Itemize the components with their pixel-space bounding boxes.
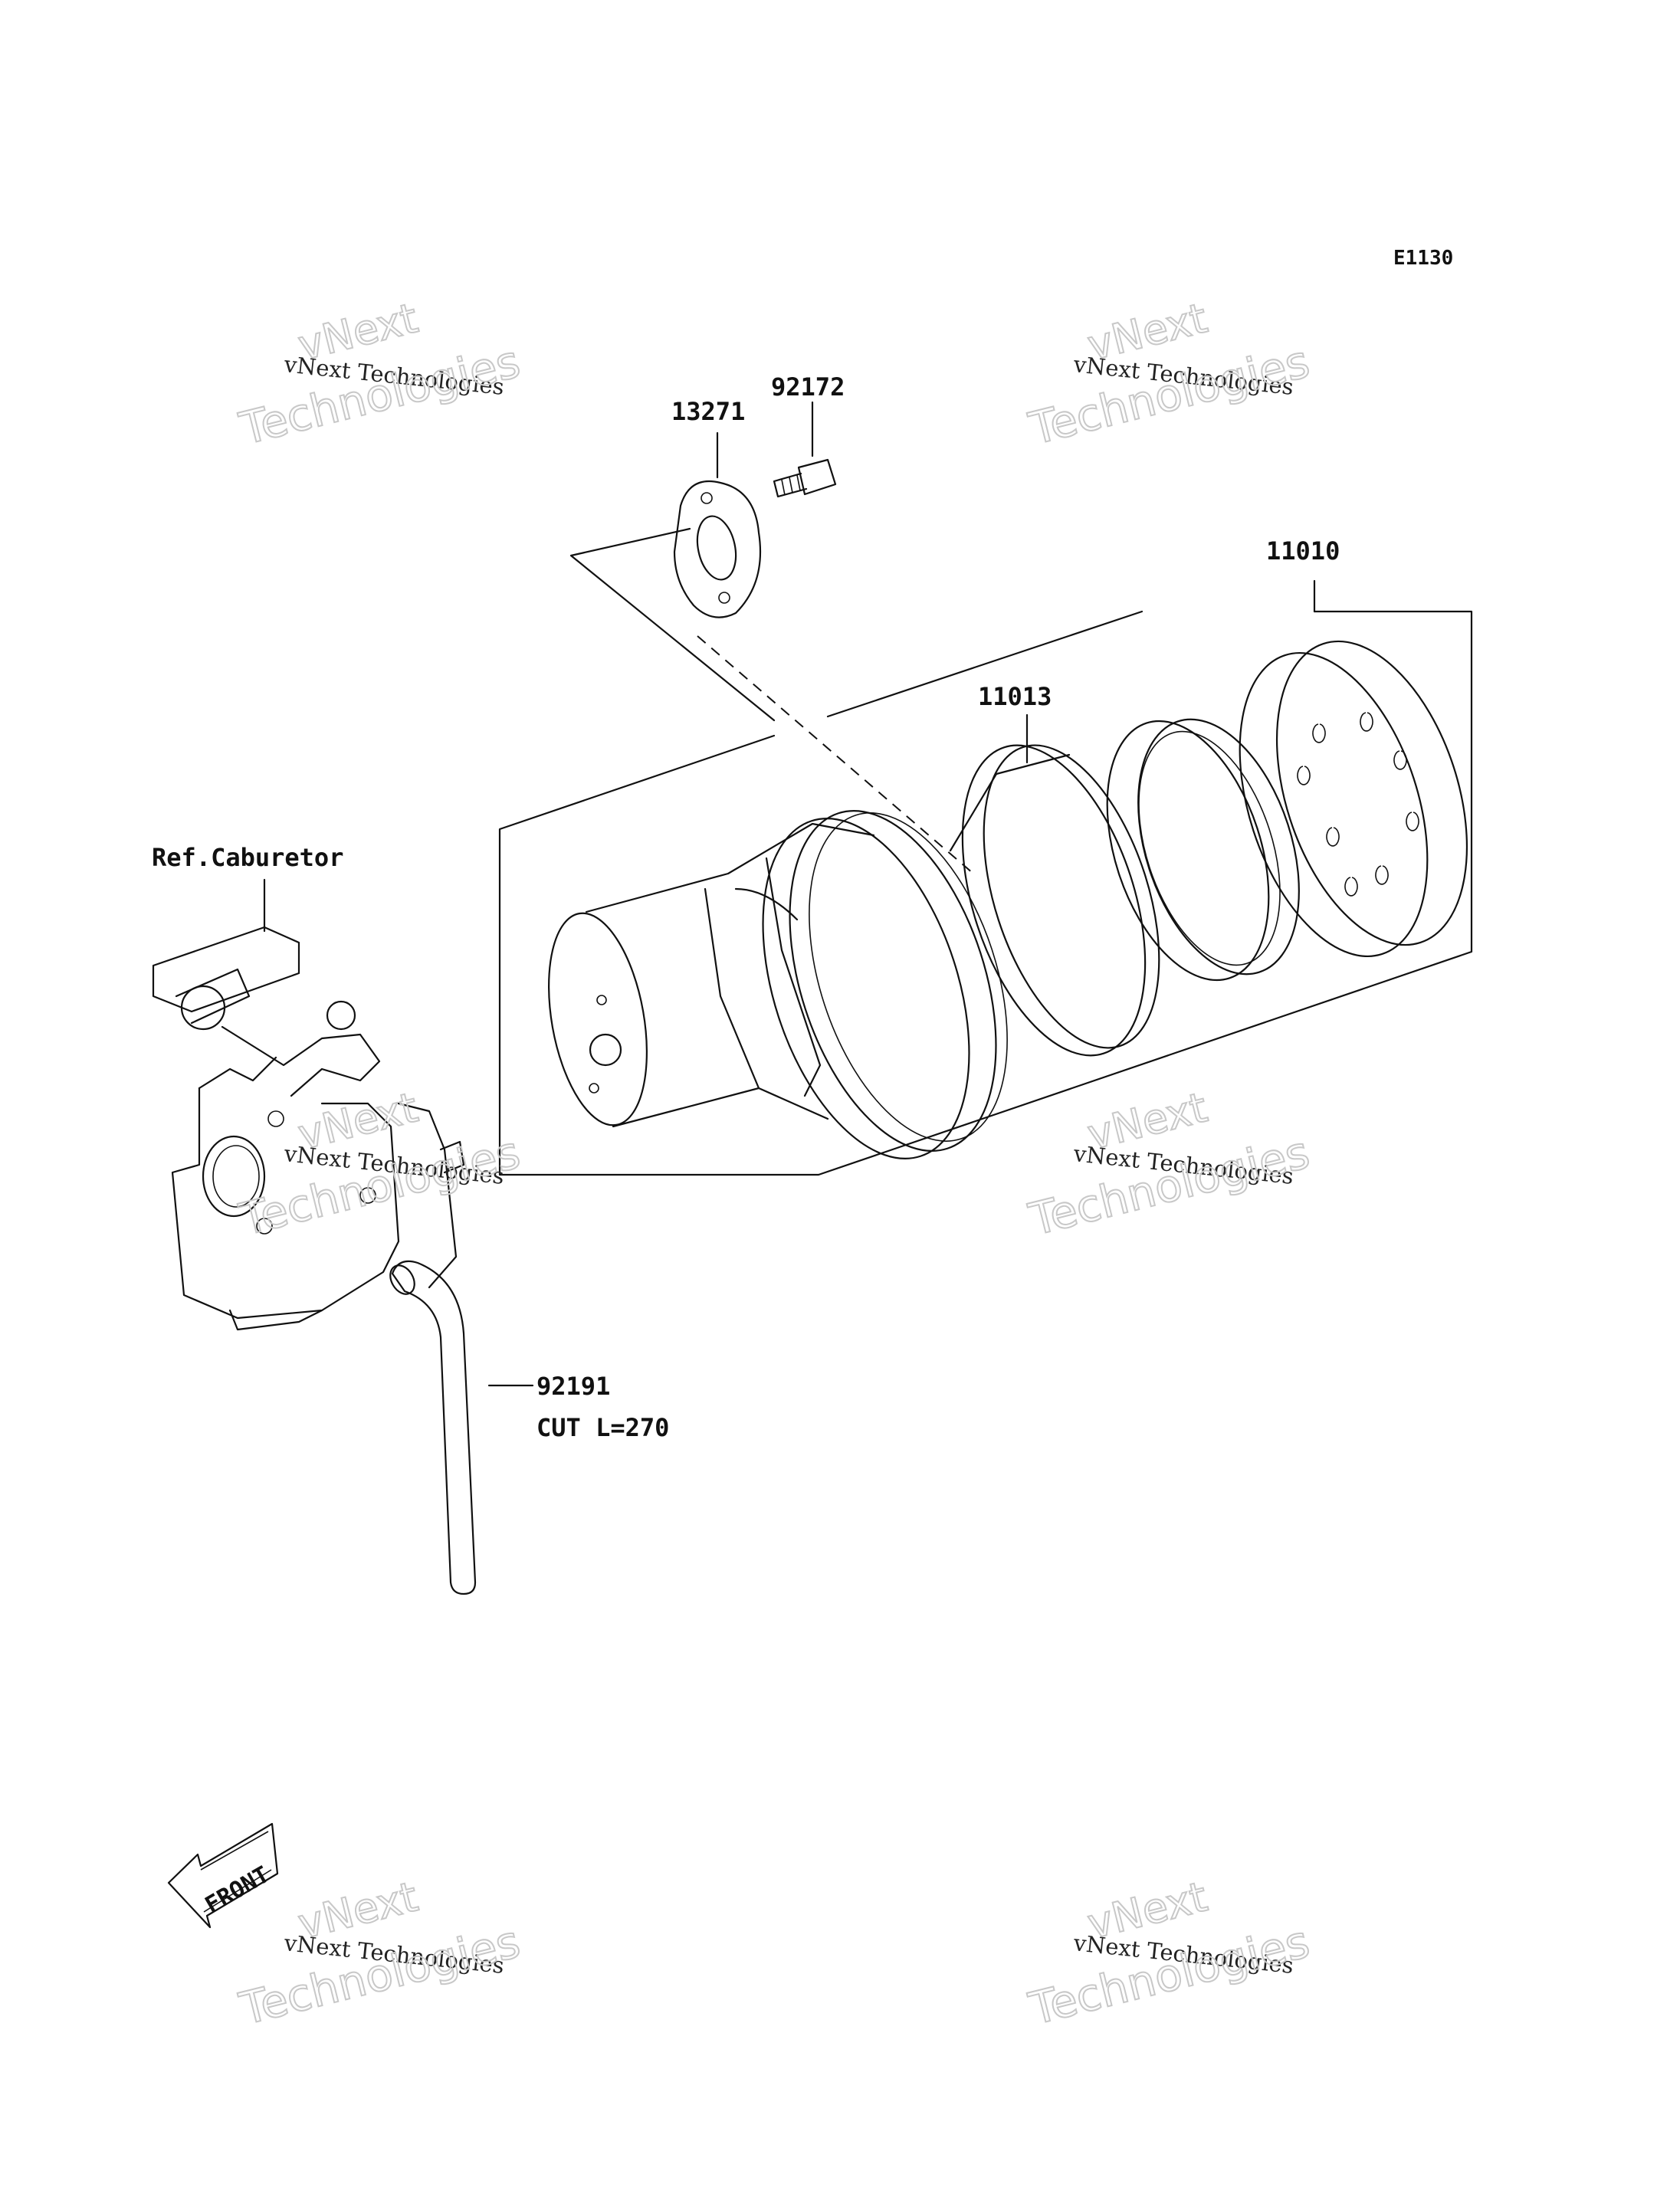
gasket-13271 [673, 480, 762, 618]
watermark-top-right: vNext vNext Technologies Technologies [1023, 293, 1315, 456]
svg-text:Technologies: Technologies [235, 335, 525, 454]
svg-text:Technologies: Technologies [1024, 1915, 1314, 2035]
label-ref-carburetor: Ref.Caburetor [152, 843, 343, 872]
watermark-mid-left: vNext vNext Technologies Technologies [234, 1082, 526, 1247]
watermark-mid-right: vNext vNext Technologies Technologies [1023, 1082, 1315, 1247]
label-92191: 92191 [536, 1372, 610, 1401]
element-11013 [949, 713, 1160, 1057]
svg-text:Technologies: Technologies [1024, 335, 1314, 454]
hose-92191 [389, 1260, 534, 1595]
front-arrow-icon: FRONT [167, 1822, 279, 1929]
svg-text:Technologies: Technologies [235, 1126, 525, 1245]
cleaner-cover [1239, 640, 1468, 958]
cleaner-housing [548, 810, 1008, 1159]
leader-13271 [569, 431, 974, 874]
assembly-bracket-11010 [498, 579, 1473, 1176]
front-label: FRONT [201, 1861, 274, 1919]
svg-text:Technologies: Technologies [1024, 1126, 1314, 1245]
label-11010: 11010 [1266, 536, 1340, 566]
watermark-top-left: vNext vNext Technologies Technologies [234, 293, 526, 456]
label-92172: 92172 [771, 372, 845, 402]
filter-ring [1106, 718, 1300, 982]
watermark-bottom-left: vNext vNext Technologies Technologies [234, 1871, 526, 2036]
label-11013: 11013 [978, 682, 1052, 711]
diagram-code: E1130 [1393, 247, 1453, 270]
label-13271: 13271 [671, 397, 745, 426]
label-92191-note: CUT L=270 [536, 1413, 669, 1442]
svg-text:Technologies: Technologies [235, 1915, 525, 2035]
bolt-92172 [773, 401, 837, 498]
carburetor-ref [152, 878, 465, 1331]
watermark-bottom-right: vNext vNext Technologies Technologies [1023, 1871, 1315, 2036]
